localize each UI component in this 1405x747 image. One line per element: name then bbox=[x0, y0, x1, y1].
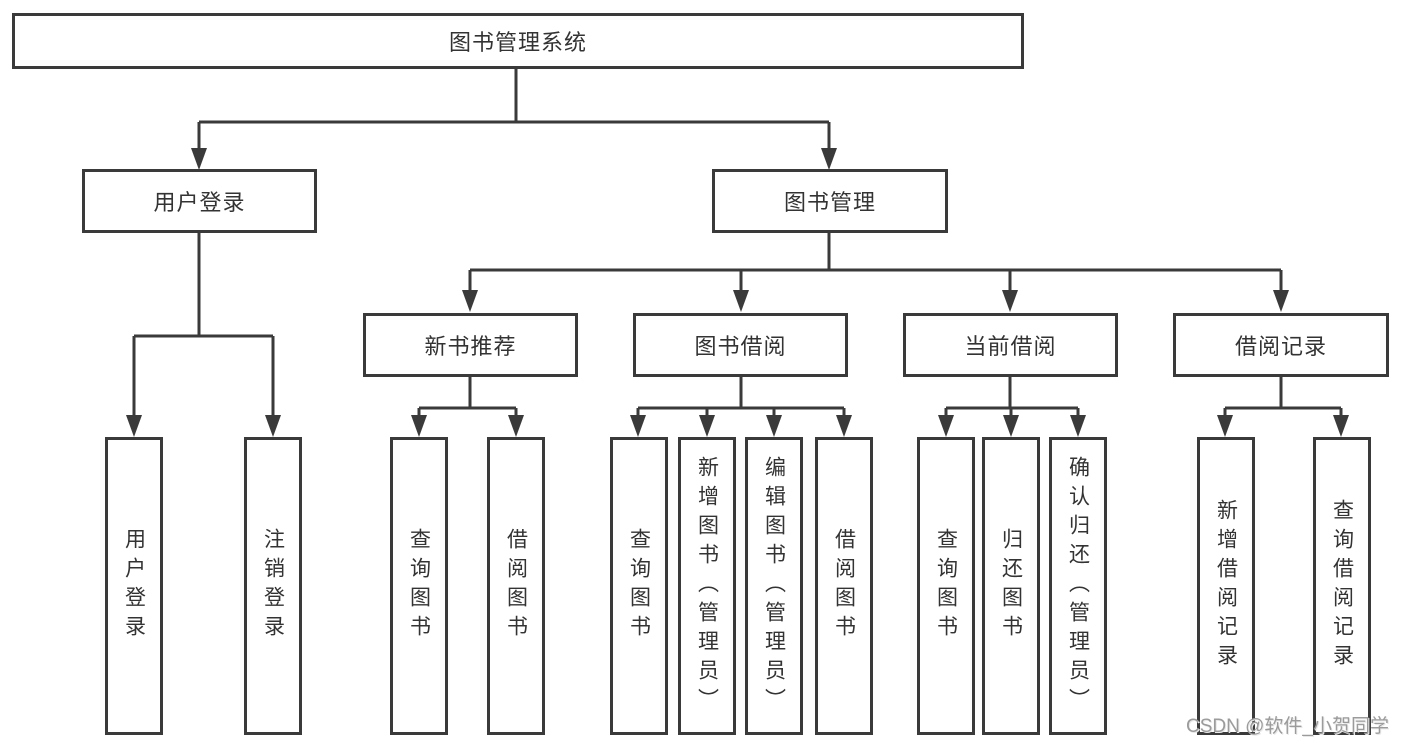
node-current-borrowing: 当前借阅 bbox=[903, 313, 1118, 377]
node-root-system: 图书管理系统 bbox=[12, 13, 1024, 69]
leaf-borrow-books: 借阅图书 bbox=[815, 437, 873, 735]
node-borrowing-records: 借阅记录 bbox=[1173, 313, 1389, 377]
leaf-label: 查询图书 bbox=[407, 528, 431, 644]
leaf-label: 查询借阅记录 bbox=[1330, 499, 1354, 673]
leaf-logout: 注销登录 bbox=[244, 437, 302, 735]
leaf-query-books-current: 查询图书 bbox=[917, 437, 975, 735]
leaf-label: 新增借阅记录 bbox=[1214, 499, 1238, 673]
csdn-watermark: CSDN @软件_小贺同学 bbox=[1186, 716, 1389, 737]
leaf-label: 新增图书（管理员） bbox=[695, 455, 719, 717]
leaf-label: 查询图书 bbox=[934, 528, 958, 644]
leaf-label: 编辑图书（管理员） bbox=[762, 455, 786, 717]
leaf-add-borrow-record: 新增借阅记录 bbox=[1197, 437, 1255, 735]
leaf-return-books: 归还图书 bbox=[982, 437, 1040, 735]
arrowheads bbox=[126, 148, 1349, 437]
leaf-add-books-admin: 新增图书（管理员） bbox=[678, 437, 736, 735]
leaf-confirm-return-admin: 确认归还（管理员） bbox=[1049, 437, 1107, 735]
leaf-label: 借阅图书 bbox=[504, 528, 528, 644]
node-book-management: 图书管理 bbox=[712, 169, 948, 233]
leaf-label: 归还图书 bbox=[999, 528, 1023, 644]
leaf-query-borrow-record: 查询借阅记录 bbox=[1313, 437, 1371, 735]
node-book-borrowing: 图书借阅 bbox=[633, 313, 848, 377]
leaf-query-books-recommend: 查询图书 bbox=[390, 437, 448, 735]
node-new-book-recommend: 新书推荐 bbox=[363, 313, 578, 377]
leaf-label: 注销登录 bbox=[261, 528, 285, 644]
node-user-login: 用户登录 bbox=[82, 169, 317, 233]
leaf-query-books-borrow: 查询图书 bbox=[610, 437, 668, 735]
leaf-label: 确认归还（管理员） bbox=[1066, 455, 1090, 717]
leaf-borrow-books-recommend: 借阅图书 bbox=[487, 437, 545, 735]
leaf-label: 借阅图书 bbox=[832, 528, 856, 644]
leaf-user-login: 用户登录 bbox=[105, 437, 163, 735]
leaf-edit-books-admin: 编辑图书（管理员） bbox=[745, 437, 803, 735]
leaf-label: 用户登录 bbox=[122, 528, 146, 644]
leaf-label: 查询图书 bbox=[627, 528, 651, 644]
